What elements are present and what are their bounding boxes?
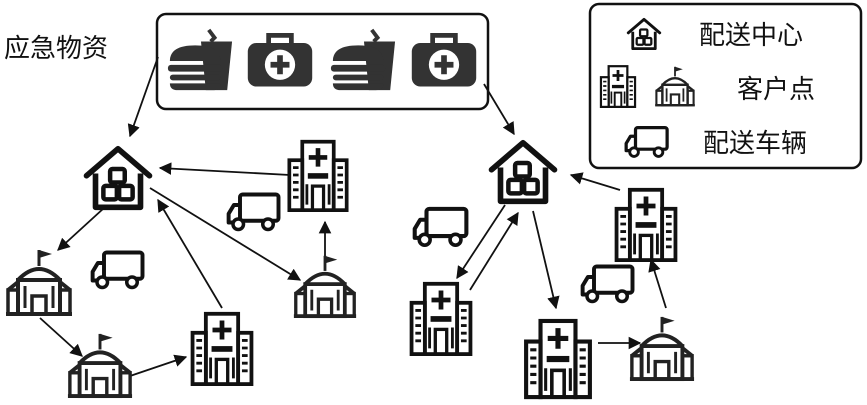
first-aid-kit-icon [412, 35, 476, 86]
legend-distribution-center: 配送中心 [699, 21, 803, 51]
distribution-center-left [87, 149, 150, 208]
hospital-customer [412, 284, 471, 354]
route-arrow [157, 198, 223, 309]
hospital-customer [526, 321, 590, 397]
hospital-customer [289, 142, 346, 210]
supply-arrow-left [127, 56, 159, 138]
route-arrow [149, 187, 302, 281]
right-route-arrows [456, 83, 667, 350]
first-aid-kit-icon [248, 35, 312, 86]
route-arrow [456, 204, 506, 280]
route-arrow [648, 258, 667, 309]
legend-vehicle: 配送车辆 [703, 129, 807, 159]
truck-icon [229, 195, 279, 230]
route-arrow [129, 354, 188, 377]
route-arrow [39, 317, 83, 357]
hospital-customer [193, 314, 252, 384]
supplies-title: 应急物资 [4, 34, 108, 64]
distribution-center-right [492, 143, 555, 202]
route-arrow [158, 162, 291, 176]
truck-icon [415, 209, 467, 245]
route-arrow [469, 211, 519, 291]
supply-arrow-right [483, 83, 515, 136]
left-route-arrows [39, 56, 332, 377]
legend-customer-point: 客户点 [737, 75, 815, 105]
school-customer [628, 314, 696, 382]
school-customer [292, 253, 358, 319]
route-arrow [57, 207, 105, 251]
route-arrow [569, 172, 621, 191]
truck-icon [583, 267, 633, 302]
truck-icon [93, 253, 143, 288]
route-arrow [532, 210, 560, 310]
school-customer [66, 331, 134, 399]
hospital-customer [617, 190, 676, 260]
school-customer [4, 248, 74, 316]
